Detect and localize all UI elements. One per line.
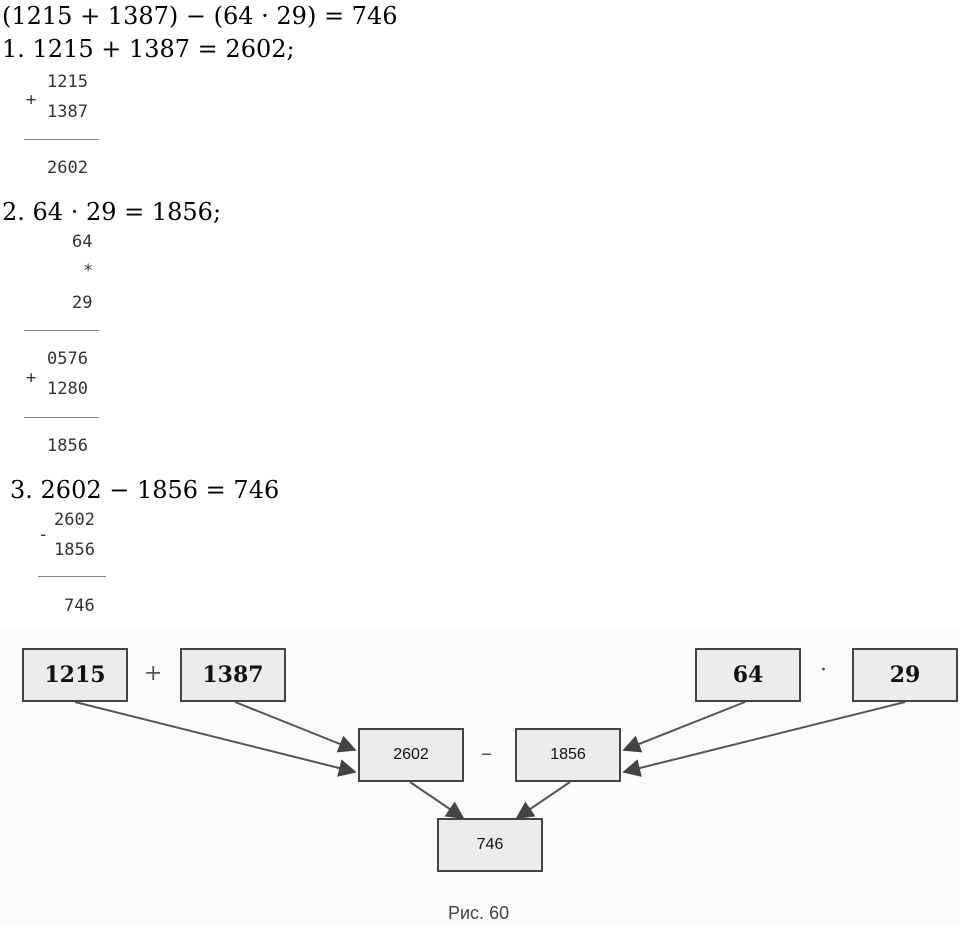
step2-label: 2. 64 · 29 = 1856;	[2, 198, 222, 226]
step1-addend-a: 1215	[47, 72, 88, 92]
step2-rule-2	[24, 417, 99, 418]
box-746: 746	[437, 818, 543, 872]
step3-label: 3. 2602 − 1856 = 746	[10, 476, 280, 504]
step2-factor-b: 29	[72, 293, 93, 313]
step3-subtrahend: 1856	[54, 540, 95, 560]
step2-factor-a: 64	[72, 232, 93, 252]
box-1387: 1387	[180, 648, 286, 702]
step2-partial-2: 1280	[47, 379, 88, 399]
step1-rule	[24, 139, 99, 140]
dot-symbol: ·	[820, 658, 827, 683]
step3-minus-sign: -	[38, 525, 49, 545]
figure-caption: Рис. 60	[448, 903, 510, 923]
step1-addend-b: 1387	[47, 102, 88, 122]
box-64: 64	[695, 648, 801, 702]
plus-symbol: +	[144, 661, 163, 686]
arrow-64-to-1856	[622, 701, 746, 753]
step1-plus-sign: +	[26, 90, 37, 110]
step1-result: 2602	[47, 158, 88, 178]
box-1215: 1215	[22, 648, 128, 702]
arrow-1387-to-2602	[234, 701, 357, 753]
step2-plus-sign: +	[26, 368, 37, 388]
step3-minuend: 2602	[54, 510, 95, 530]
step2-partial-1: 0576	[47, 349, 88, 369]
tree-arrows	[74, 701, 906, 820]
step2-multiply-sign: *	[83, 261, 94, 281]
step2-rule-1	[24, 330, 99, 331]
main-equation: (1215 + 1387) − (64 · 29) = 746	[2, 2, 398, 30]
step2-result: 1856	[47, 436, 88, 456]
box-2602: 2602	[358, 728, 464, 782]
arrow-1215-to-2602	[74, 701, 357, 777]
step3-rule	[38, 576, 106, 577]
step1-label: 1. 1215 + 1387 = 2602;	[2, 35, 295, 63]
step3-result: 746	[64, 596, 95, 616]
minus-symbol: –	[481, 741, 492, 766]
expression-tree-figure: 1215 + 1387 64 · 29 2602 – 1856 746 Рис.…	[0, 630, 960, 925]
box-1856: 1856	[515, 728, 621, 782]
arrow-1856-to-746	[515, 781, 571, 820]
arrow-2602-to-746	[409, 781, 465, 820]
box-29: 29	[852, 648, 958, 702]
arrow-29-to-1856	[622, 701, 906, 777]
